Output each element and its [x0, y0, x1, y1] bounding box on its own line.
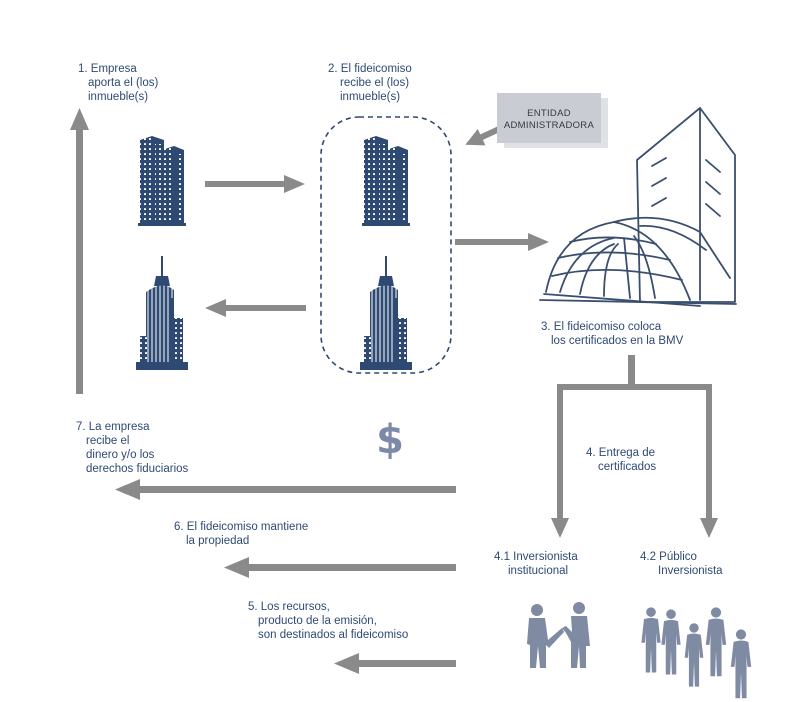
step7-line3: dinero y/o los	[86, 449, 155, 461]
step7-line2: recibe el	[86, 435, 130, 447]
arrow-entidad	[465, 126, 501, 146]
step3-line2: los certificados en la BMV	[551, 335, 684, 347]
arrow-to-bmv	[455, 239, 530, 245]
step1-label: 1. Empresa aporta el (los) inmueble(s)	[78, 62, 158, 104]
step4-label: 4. Entrega de certificados	[586, 446, 656, 474]
arrow-step5	[357, 660, 456, 667]
step3-label: 3. El fideicomiso coloca los certificado…	[541, 320, 683, 348]
step5-line2: producto de la emisión,	[258, 615, 377, 627]
step5-label: 5. Los recursos, producto de la emisión,…	[248, 600, 408, 642]
step42-line2: Inversionista	[658, 565, 723, 577]
entidad-line1: ENTIDAD	[527, 108, 571, 119]
step2-line1: 2. El fideicomiso	[328, 63, 412, 75]
step1-line1: 1. Empresa	[78, 63, 137, 75]
entidad-administradora-box: ENTIDAD ADMINISTRADORA	[497, 94, 601, 146]
step41-line1: 4.1 Inversionista	[494, 551, 578, 563]
arrow-up-return	[76, 126, 83, 394]
step5-line3: son destinados al fideicomiso	[258, 629, 409, 641]
entidad-line2: ADMINISTRADORA	[503, 120, 595, 131]
step42-label: 4.2 Público Inversionista	[640, 550, 723, 578]
step3-line1: 3. El fideicomiso coloca	[541, 321, 662, 333]
arrows	[70, 108, 718, 674]
arrow-step7	[138, 486, 456, 493]
step7-label: 7. La empresa recibe el dinero y/o los d…	[76, 420, 188, 476]
crowd-people-icon	[641, 607, 752, 699]
step6-label: 6. El fideicomiso mantiene la propiedad	[174, 520, 308, 548]
step41-label: 4.1 Inversionista institucional	[494, 550, 578, 578]
step2-label: 2. El fideicomiso recibe el (los) inmueb…	[328, 62, 412, 104]
step4-line2: certificados	[598, 461, 657, 473]
arrow-tree-bar	[557, 384, 712, 390]
step7-line4: derechos fiduciarios	[86, 463, 189, 475]
step1-line3: inmueble(s)	[88, 91, 149, 103]
step42-line1: 4.2 Público	[640, 551, 697, 563]
arrow-step6	[247, 564, 456, 571]
step7-line1: 7. La empresa	[76, 421, 150, 433]
arrow-from-fideicomiso	[224, 305, 306, 311]
fideicomiso-box	[320, 116, 452, 374]
step2-line2: recibe el (los)	[340, 77, 410, 89]
step1-line2: aporta el (los)	[88, 77, 159, 89]
bmv-building-sketch-icon	[539, 107, 737, 307]
step41-line2: institucional	[508, 565, 569, 577]
step5-line1: 5. Los recursos,	[248, 601, 330, 613]
step4-line1: 4. Entrega de	[586, 447, 656, 459]
step2-line3: inmueble(s)	[340, 91, 401, 103]
arrow-tree-trunk	[628, 355, 635, 388]
step6-line1: 6. El fideicomiso mantiene	[174, 521, 309, 533]
entidad-box-shape	[497, 93, 608, 148]
step6-line2: la propiedad	[186, 535, 250, 547]
office-building-icon	[138, 136, 186, 226]
spire-tower-icon	[136, 256, 188, 370]
office-building-icon	[362, 136, 410, 226]
arrow-to-fideicomiso	[205, 181, 287, 187]
dollar-sign-icon: $	[376, 417, 404, 463]
handshake-people-icon	[527, 602, 590, 668]
spire-tower-icon	[360, 256, 412, 370]
